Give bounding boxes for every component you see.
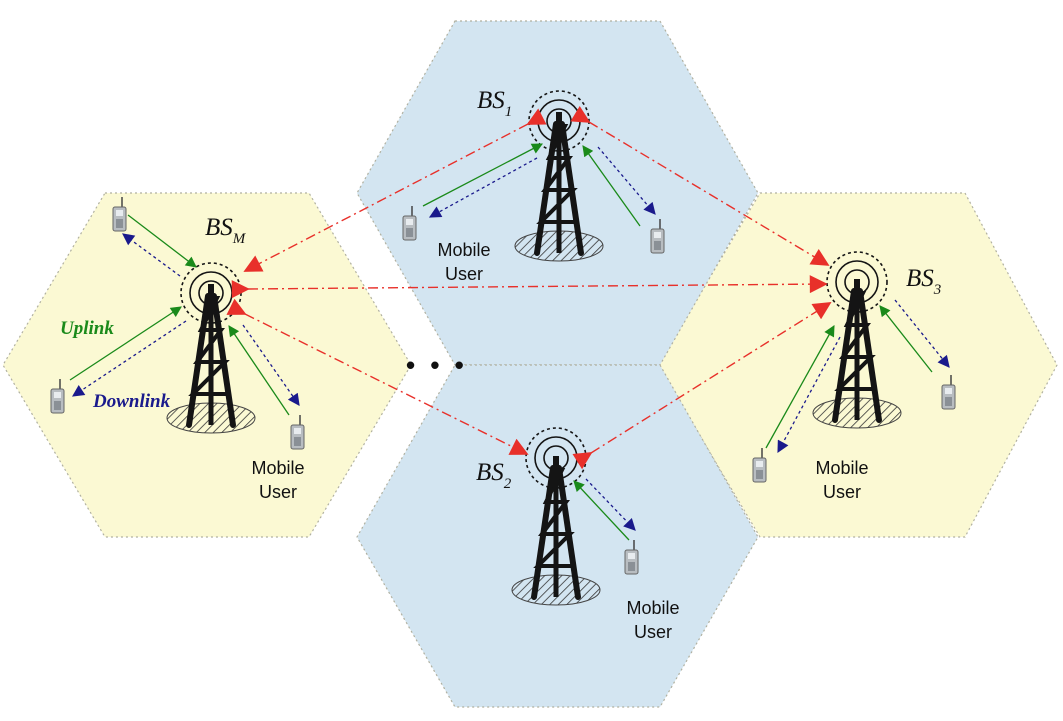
downlink-arrows <box>72 146 950 531</box>
mobile-user-label: Mobile User <box>251 458 304 502</box>
cell-bs-m <box>2 192 412 538</box>
interference-links <box>226 105 832 470</box>
uplink-arrows <box>69 143 933 541</box>
svg-text:Mobile: Mobile <box>815 458 868 478</box>
svg-text:Mobile: Mobile <box>251 458 304 478</box>
svg-text:User: User <box>445 264 483 284</box>
more-cells-ellipsis: • • • <box>406 350 468 380</box>
bs-m-label: BSM <box>205 214 247 247</box>
mobile-user-label: Mobile User <box>815 458 868 502</box>
svg-text:Mobile: Mobile <box>437 240 490 260</box>
mobile-user-label: Mobile User <box>437 240 490 284</box>
svg-text:Mobile: Mobile <box>626 598 679 618</box>
uplink-label: Uplink <box>60 318 114 339</box>
svg-text:User: User <box>259 482 297 502</box>
svg-text:User: User <box>634 622 672 642</box>
bs-1-label: BS1 <box>477 87 512 120</box>
bs-3-label: BS3 <box>906 265 941 298</box>
downlink-label: Downlink <box>92 391 171 412</box>
bs-2-label: BS2 <box>476 459 512 492</box>
mobile-user-label: Mobile User <box>626 598 679 642</box>
svg-text:User: User <box>823 482 861 502</box>
